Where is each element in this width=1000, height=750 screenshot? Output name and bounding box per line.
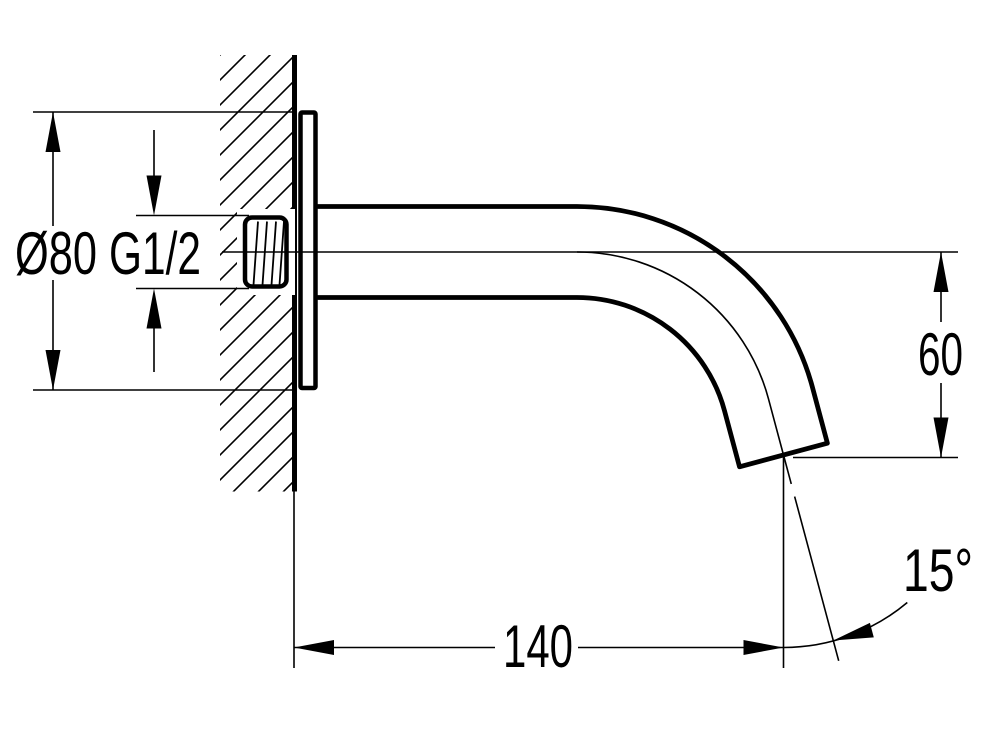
dim-angle-label: 15° <box>903 537 973 604</box>
arrow-diameter-up <box>45 112 61 152</box>
dim-diameter-label: Ø80 <box>15 220 97 287</box>
dim-reach-label: 140 <box>503 613 573 680</box>
mounting-flange <box>298 110 318 391</box>
arrow-height-down <box>933 417 949 458</box>
arrow-reach-right <box>743 640 784 655</box>
arrow-diameter-down <box>45 350 61 390</box>
outlet-axis-line <box>782 454 840 662</box>
arrow-reach-left <box>294 640 334 655</box>
arrow-thread-up <box>146 288 162 329</box>
thread-lines <box>252 221 285 286</box>
spout-curve-centerline <box>576 251 785 456</box>
arrow-height-up <box>933 252 949 292</box>
spout-body-outline <box>315 204 830 470</box>
arrow-thread-down <box>146 175 162 216</box>
dimension-arrowheads <box>45 112 949 655</box>
dim-thread-label: G1/2 <box>109 220 201 287</box>
arrow-angle <box>833 622 874 641</box>
centerlines <box>222 251 958 662</box>
dim-height-label: 60 <box>918 321 963 388</box>
extension-lines <box>33 111 958 668</box>
